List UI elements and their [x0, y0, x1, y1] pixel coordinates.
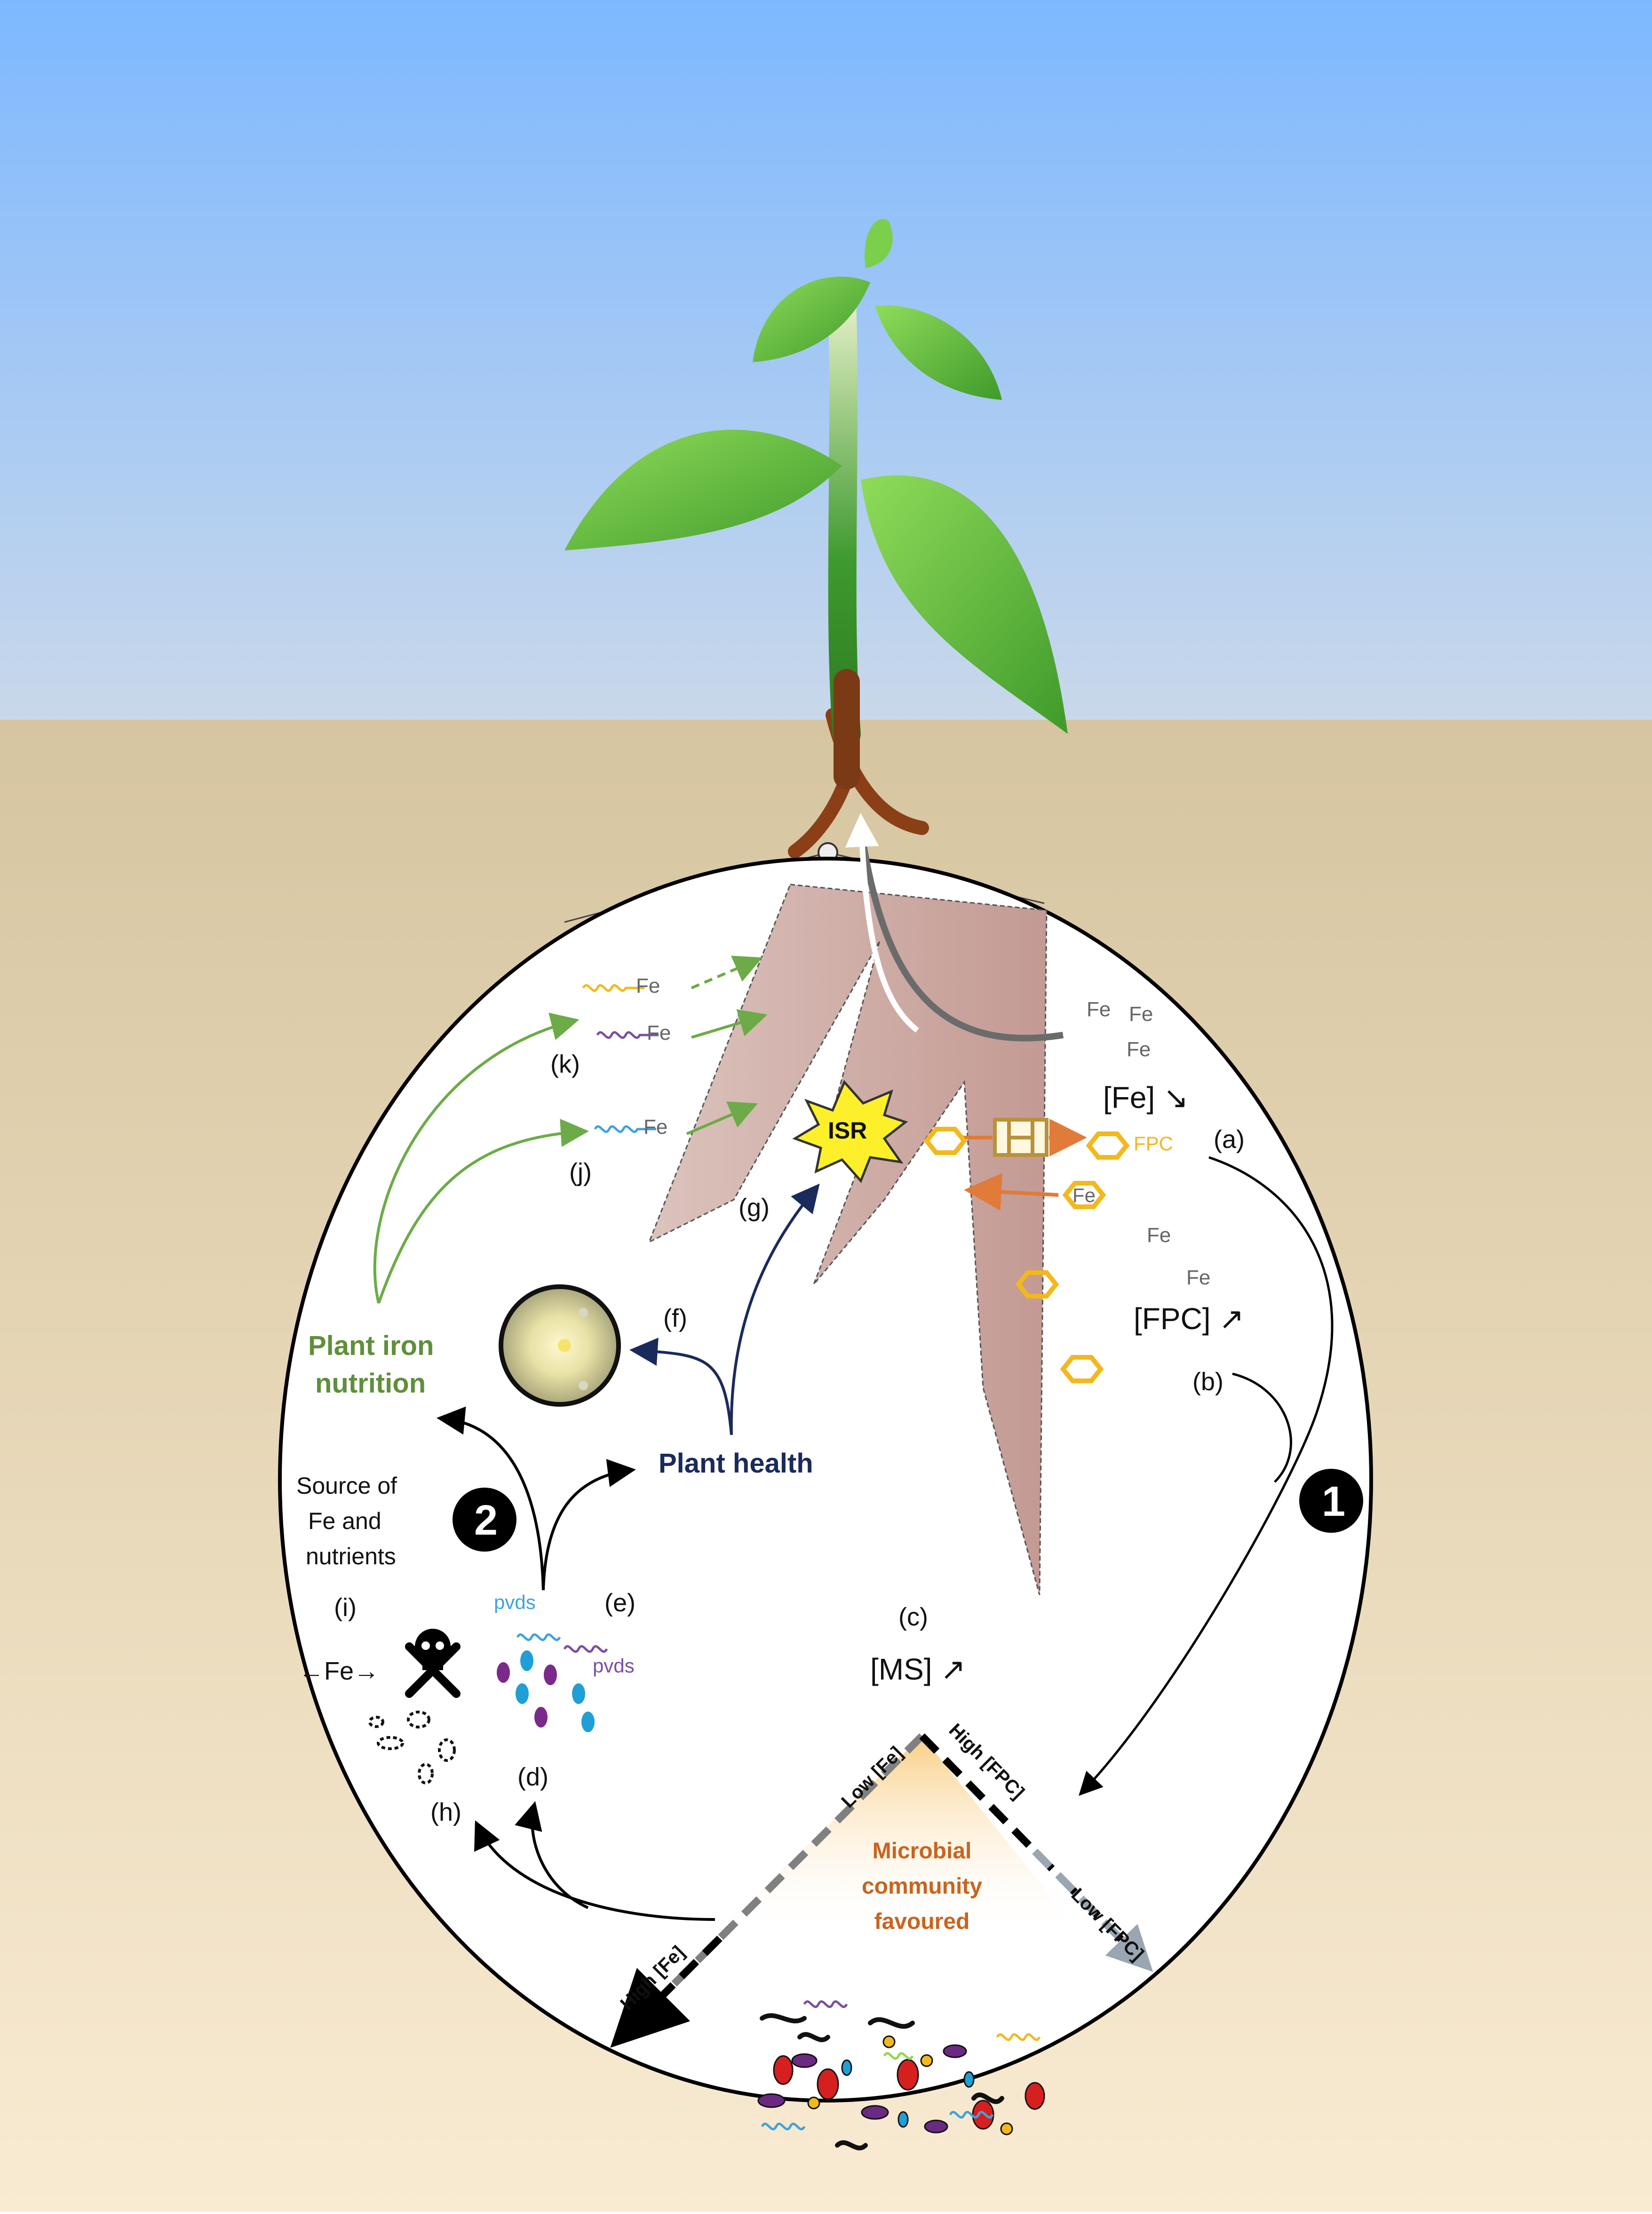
label-f: (f) — [663, 1304, 687, 1332]
fpc-transporter — [993, 1118, 1048, 1157]
pvds-label-blue: pvds — [494, 1591, 536, 1613]
leaf-top-left — [753, 276, 870, 362]
pvds-siderophore-blue — [516, 1633, 561, 1641]
plant-health-label: Plant health — [659, 1448, 813, 1479]
source-line3: nutrients — [306, 1543, 396, 1569]
petri-dish-image — [499, 1284, 621, 1407]
fpc-hexagon — [1086, 1131, 1130, 1160]
label-h: (h) — [430, 1798, 461, 1826]
axis-low-fe — [610, 1733, 925, 2048]
label-g: (g) — [739, 1194, 770, 1222]
label-a: (a) — [1214, 1125, 1245, 1154]
dead-cells — [368, 1711, 456, 1784]
label-e: (e) — [604, 1589, 635, 1617]
pvds-siderophore-purple — [563, 1645, 608, 1653]
label-d: (d) — [517, 1763, 548, 1791]
source-line2: Fe and — [308, 1508, 381, 1534]
source-line1: Source of — [296, 1473, 397, 1499]
fe-label: Fe — [647, 1021, 671, 1044]
label-j: (j) — [569, 1158, 592, 1187]
leaf-top — [865, 219, 893, 268]
fe-label: Fe — [643, 1115, 667, 1139]
step-1-number: 1 — [1322, 1478, 1345, 1525]
fe-release-label: ←Fe→ — [299, 1657, 379, 1685]
fpc-hexagon — [923, 1127, 968, 1155]
fpc-increase-label: [FPC] ↗ — [1134, 1302, 1244, 1336]
leaf-top-right — [875, 305, 1002, 400]
step-1-badge — [1299, 1469, 1363, 1533]
microbial-line3: favoured — [874, 1909, 970, 1934]
plant-iron-nutrition-line2: nutrition — [315, 1368, 426, 1399]
leaf-right-large — [861, 475, 1068, 734]
siderophore-j-blue — [594, 1125, 656, 1133]
label-i: (i) — [334, 1593, 357, 1622]
siderophore-k-purple — [596, 1031, 659, 1039]
pseudomonas-cells — [497, 1650, 595, 1732]
isr-burst: ISR — [792, 1080, 908, 1183]
microbial-line1: Microbial — [873, 1839, 972, 1864]
fpc-hexagon — [1060, 1355, 1104, 1383]
fe-label: Fe — [1129, 1003, 1153, 1026]
isr-label: ISR — [828, 1117, 867, 1144]
ms-increase-label: [MS] ↗ — [870, 1652, 966, 1686]
microbial-community — [757, 2000, 1045, 2150]
siderophore-k-yellow — [582, 984, 644, 992]
skull-crossbones-icon — [405, 1629, 461, 1698]
step-2-number: 2 — [474, 1497, 498, 1544]
fe-label: Fe — [1087, 998, 1111, 1021]
step-2-badge — [453, 1488, 516, 1552]
fpc-hexagon — [1062, 1181, 1106, 1209]
microbial-line2: community — [862, 1874, 982, 1899]
microbial-triangle — [710, 1736, 1077, 1938]
label-b: (b) — [1192, 1368, 1223, 1396]
root-section — [648, 884, 1048, 1595]
fpc-label: FPC — [1134, 1132, 1173, 1155]
plant — [564, 219, 1068, 859]
label-c: (c) — [898, 1603, 928, 1631]
fe-label: Fe — [636, 974, 660, 997]
fpc-hexagon — [1015, 1270, 1059, 1298]
fe-label: Fe — [1127, 1038, 1151, 1061]
fe-label: Fe — [1147, 1224, 1171, 1247]
sky — [0, 0, 1652, 720]
fe-label: Fe — [1072, 1184, 1096, 1206]
fe-label: Fe — [1186, 1266, 1210, 1289]
pvds-label-purple: pvds — [593, 1655, 635, 1677]
plant-iron-nutrition-line1: Plant iron — [308, 1330, 434, 1361]
leaf-left-large — [564, 430, 842, 550]
label-k: (k) — [550, 1050, 580, 1078]
fe-decrease-label: [Fe] ↘ — [1103, 1081, 1189, 1115]
